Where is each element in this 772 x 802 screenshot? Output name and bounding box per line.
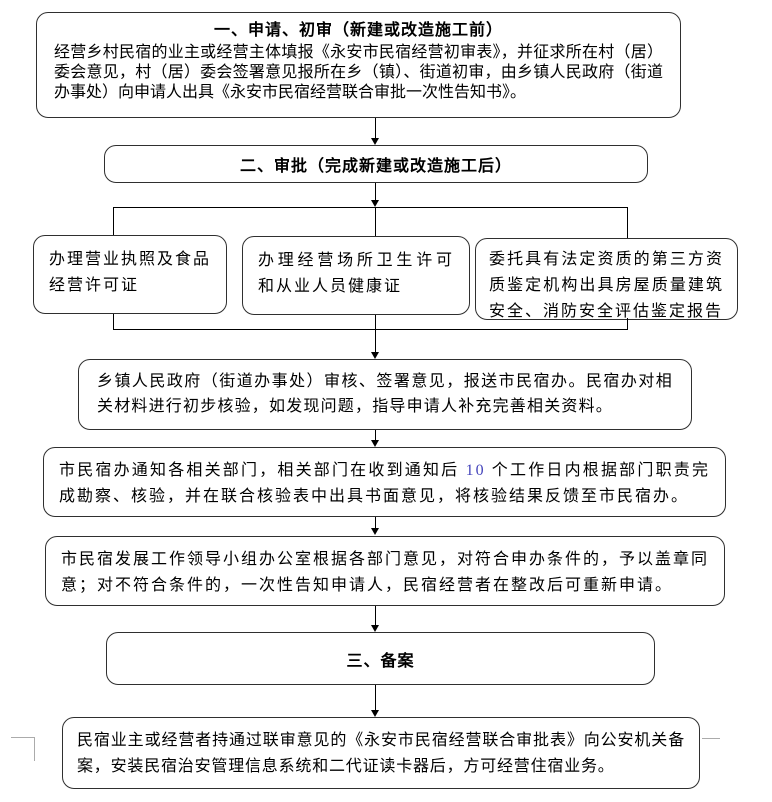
arrowhead-leadinggroup [371, 528, 379, 535]
leading-group-text: 市民宿发展工作领导小组办公室根据各部门意见，对符合申办条件的，予以盖章同意；对不… [61, 551, 710, 594]
branch-right-text: 委托具有法定资质的第三方资质鉴定机构出具房屋质量建筑安全、消防安全评估鉴定报告 [489, 251, 724, 320]
joint-verify-text-after: 个工作日内根据部门职责完成勘察、核验，并在联合核验表中出具书面意见，将核验结果反… [59, 462, 710, 505]
branch-left-box: 办理营业执照及食品经营许可证 [33, 235, 227, 314]
joint-verify-working-days: 10 [465, 462, 486, 479]
stage2-title: 二、审批（完成新建或改造施工后） [239, 158, 512, 175]
stage3-record-box: 三、备案 [106, 632, 655, 685]
joint-verify-box: 市民宿办通知各相关部门，相关部门在收到通知后 10 个工作日内根据部门职责完成勘… [43, 447, 726, 517]
stage1-title: 一、申请、初审（新建或改造施工前） [213, 22, 503, 39]
record-detail-box: 民宿业主或经营者持通过联审意见的《永安市民宿经营联合审批表》向公安机关备案，安装… [62, 717, 700, 789]
branch-middle-text: 办理经营场所卫生许可和从业人员健康证 [258, 252, 454, 295]
stage3-title: 三、备案 [346, 652, 415, 670]
merge-rise-right [627, 318, 628, 330]
merge-rise-middle [375, 315, 376, 330]
arrowhead-record [371, 710, 379, 717]
merge-rise-left [113, 314, 114, 330]
branch-middle-box: 办理经营场所卫生许可和从业人员健康证 [242, 236, 470, 315]
connector-stage2-branch [375, 183, 376, 200]
arrowhead-stage2 [371, 138, 379, 145]
branch-left-text: 办理营业执照及食品经营许可证 [49, 251, 212, 294]
connector-stage3-record [375, 685, 376, 710]
stage1-body: 经营乡村民宿的业主或经营主体填报《永安市民宿经营初审表》，并征求所在村（居）委会… [54, 44, 663, 101]
canvas-corner-mark-horizontal [11, 737, 35, 738]
leading-group-box: 市民宿发展工作领导小组办公室根据各部门意见，对符合申办条件的，予以盖章同意；对不… [45, 536, 725, 606]
stage2-approval-box: 二、审批（完成新建或改造施工后） [104, 145, 648, 183]
canvas-corner-mark-vertical [34, 737, 35, 761]
initial-check-text: 乡镇人民政府（街道办事处）审核、签署意见，报送市民宿办。民宿办对相关材料进行初步… [97, 373, 673, 415]
branch-right-box: 委托具有法定资质的第三方资质鉴定机构出具房屋质量建筑安全、消防安全评估鉴定报告 [475, 238, 738, 320]
initial-check-box: 乡镇人民政府（街道办事处）审核、签署意见，报送市民宿办。民宿办对相关材料进行初步… [78, 359, 692, 430]
branch-top-rail [113, 207, 628, 208]
branch-drop-right [627, 207, 628, 238]
connector-leadinggroup-stage3 [375, 606, 376, 625]
arrowhead-stage3 [371, 625, 379, 632]
connector-stage1-stage2 [375, 118, 376, 139]
arrowhead-branch-junction [371, 200, 379, 207]
canvas-right-stub-line [702, 738, 720, 739]
connector-merge-initialcheck [375, 329, 376, 352]
branch-drop-left [113, 207, 114, 236]
stage1-application-box: 一、申请、初审（新建或改造施工前） 经营乡村民宿的业主或经营主体填报《永安市民宿… [36, 12, 681, 118]
branch-bottom-rail [113, 329, 628, 330]
record-detail-text: 民宿业主或经营者持通过联审意见的《永安市民宿经营联合审批表》向公安机关备案，安装… [77, 732, 685, 775]
connector-initialcheck-jointverify [375, 430, 376, 440]
connector-jointverify-leadinggroup [375, 517, 376, 528]
joint-verify-text-before: 市民宿办通知各相关部门，相关部门在收到通知后 [59, 462, 466, 479]
arrowhead-jointverify [371, 440, 379, 447]
branch-drop-middle [375, 207, 376, 236]
arrowhead-initialcheck [371, 352, 379, 359]
